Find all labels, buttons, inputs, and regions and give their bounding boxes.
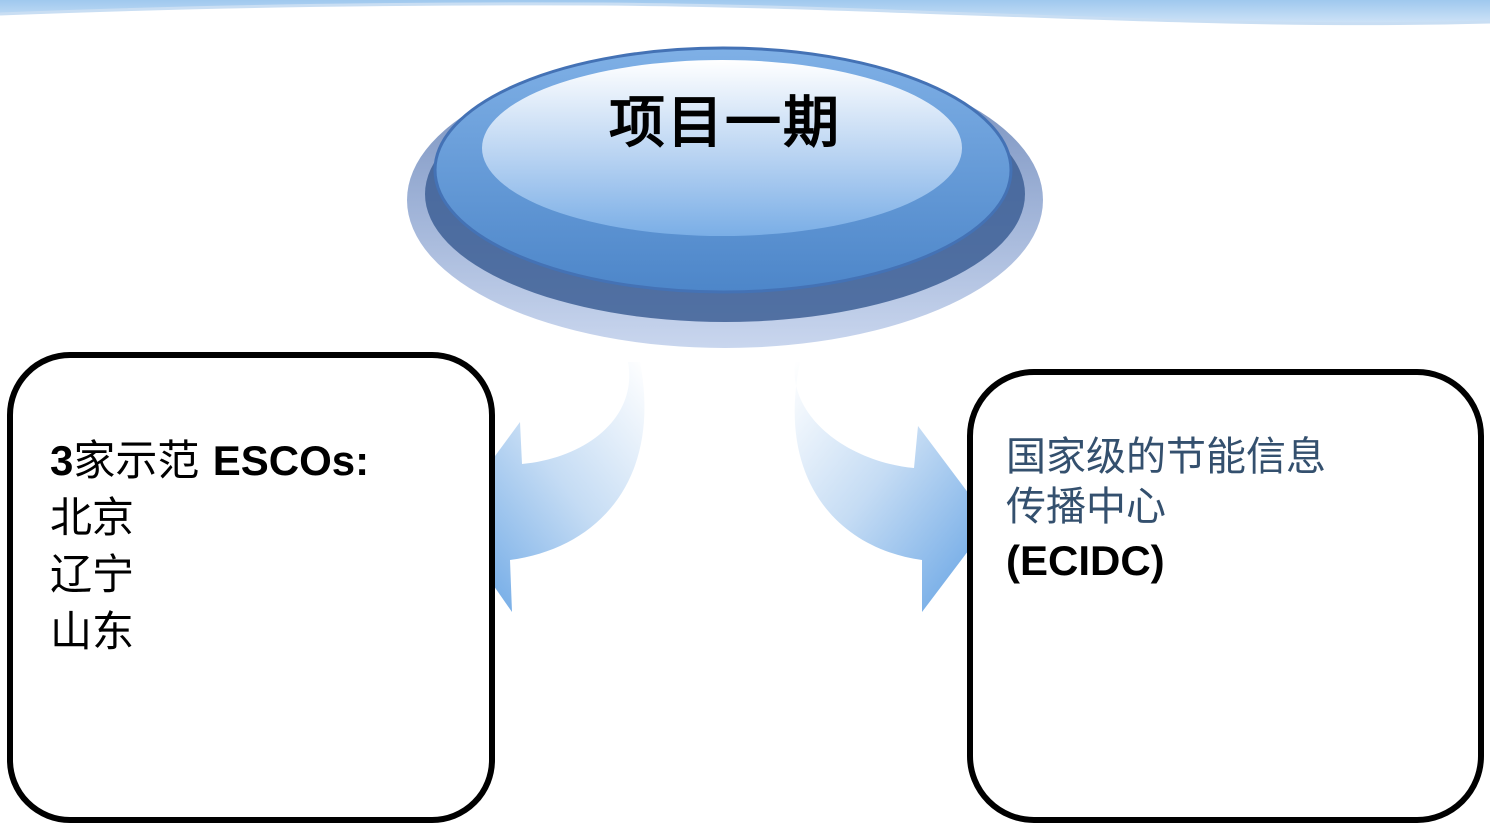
left-box-shape <box>7 352 495 823</box>
disc-top <box>482 60 962 236</box>
right-box-abbr: (ECIDC) <box>1006 537 1165 584</box>
top-band-shape <box>0 0 1490 24</box>
city-beijing: 北京 <box>50 493 135 542</box>
right-box-text: 国家级的节能信息 传播中心 (ECIDC) <box>1006 432 1426 586</box>
left-curved-arrow <box>448 362 645 612</box>
city-shandong: 山东 <box>50 607 135 656</box>
left-box-heading: 3家示范 ESCOs: <box>50 432 480 489</box>
right-curved-arrow <box>794 362 990 612</box>
center-title: 项目一期 <box>609 91 841 156</box>
left-box-heading-en: ESCOs: <box>212 437 370 484</box>
right-box-shape <box>967 369 1484 823</box>
left-box-number: 3 <box>50 437 74 484</box>
top-band-edge <box>0 2 1490 26</box>
right-box-line2: 传播中心 <box>1006 484 1166 530</box>
left-box-heading-cn: 家示范 <box>73 436 200 485</box>
right-box-line1: 国家级的节能信息 <box>1006 434 1326 480</box>
city-liaoning: 辽宁 <box>50 550 135 599</box>
left-box-text: 3家示范 ESCOs: 北京 辽宁 山东 <box>50 432 480 660</box>
